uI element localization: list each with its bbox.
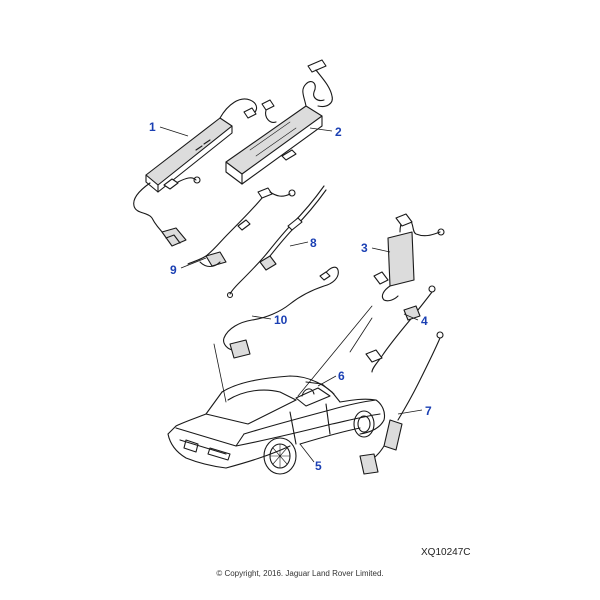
callout-10: 10 [274, 313, 288, 327]
copyright-notice: © Copyright, 2016. Jaguar Land Rover Lim… [216, 569, 384, 578]
vehicle-outline [167, 375, 386, 475]
part-2-amplifier-module [225, 59, 333, 199]
callout-6: 6 [338, 369, 345, 383]
part-1-amplifier-module [133, 98, 258, 247]
diagram-reference: XQ10247C [421, 547, 471, 558]
callout-2: 2 [335, 125, 342, 139]
part-9-harness [187, 197, 263, 268]
callout-3: 3 [361, 241, 368, 255]
part-7-antenna-element [359, 331, 444, 475]
callout-1: 1 [149, 120, 156, 134]
callout-8: 8 [310, 236, 317, 250]
callout-4: 4 [421, 314, 428, 328]
part-4-lead [365, 285, 436, 373]
location-pointer-lines [213, 305, 373, 403]
callout-9: 9 [170, 263, 177, 277]
callout-5: 5 [315, 459, 322, 473]
callout-7: 7 [425, 404, 432, 418]
part-10-antenna-lead [223, 266, 339, 359]
part-3-amplifier [373, 213, 445, 302]
part-8-antenna-cable [226, 185, 327, 299]
